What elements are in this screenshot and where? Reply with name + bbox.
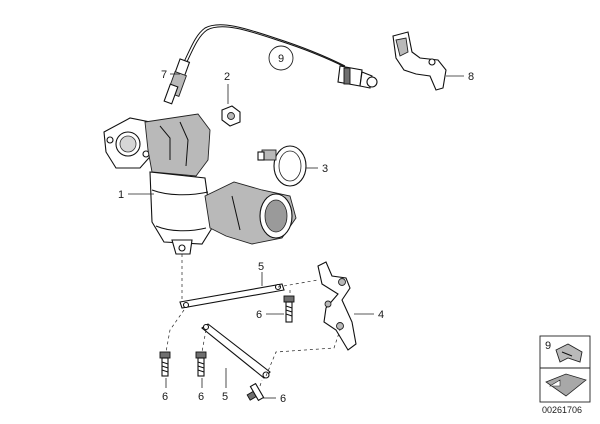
assembly-guides <box>165 254 341 387</box>
callout-9: 9 <box>278 53 284 65</box>
strap-lower <box>201 323 271 379</box>
callout-9-circle: 9 <box>268 45 294 71</box>
legend-number: 9 <box>545 340 551 352</box>
support-bracket <box>317 261 357 351</box>
hex-nut <box>221 105 241 127</box>
mounting-bracket <box>392 31 447 91</box>
exhaust-clamp <box>257 145 307 187</box>
callout-5-lower: 5 <box>222 391 228 403</box>
callout-5-upper: 5 <box>258 261 264 273</box>
bolt-upper-right <box>283 295 295 323</box>
leader-lines <box>128 73 464 399</box>
callout-6-lower: 6 <box>280 393 286 405</box>
catalytic-converter <box>103 113 297 255</box>
strap-upper <box>179 283 285 309</box>
callout-2: 2 <box>224 71 230 83</box>
bolt-middle <box>195 351 207 377</box>
callout-6-upper: 6 <box>256 309 262 321</box>
bolt-left <box>159 351 171 377</box>
callout-8: 8 <box>468 71 474 83</box>
legend-box: 9 00261706 <box>539 335 591 415</box>
document-id: 00261706 <box>542 405 582 415</box>
callout-1: 1 <box>118 189 124 201</box>
oxygen-sensor <box>163 24 378 105</box>
callout-4: 4 <box>378 309 384 321</box>
callout-3: 3 <box>322 163 328 175</box>
arrow-icon <box>545 373 587 397</box>
callout-6-middle: 6 <box>198 391 204 403</box>
bolt-bottom <box>246 382 265 402</box>
callout-6-left: 6 <box>162 391 168 403</box>
callout-7: 7 <box>161 69 167 81</box>
clip-icon <box>555 343 583 363</box>
